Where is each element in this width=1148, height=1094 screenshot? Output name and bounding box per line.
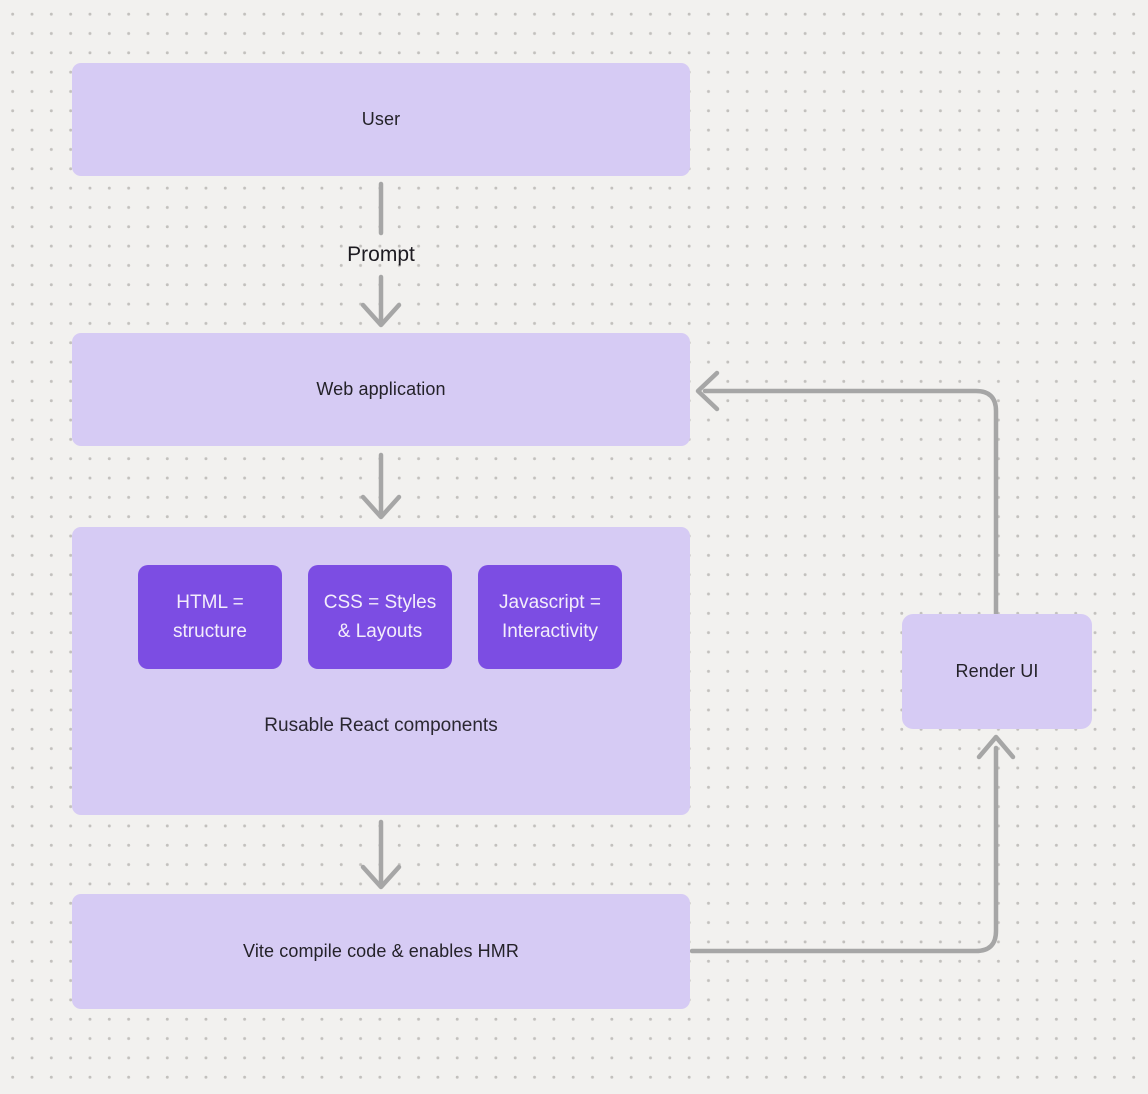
arrowhead-up-renderui-icon	[976, 734, 1016, 760]
node-web-application[interactable]: Web application	[72, 333, 690, 446]
node-render-ui[interactable]: Render UI	[902, 614, 1092, 729]
arrowhead-down-vite-icon	[360, 864, 402, 890]
node-css-line2: & Layouts	[337, 621, 423, 642]
react-components-caption: Rusable React components	[264, 715, 498, 736]
arrowhead-down-webapp-icon	[360, 302, 402, 328]
node-js-line2: Interactivity	[501, 621, 599, 642]
node-css-styles[interactable]: CSS = Styles & Layouts	[308, 565, 452, 669]
node-react-components-container[interactable]: HTML = structure CSS = Styles & Layouts …	[72, 527, 690, 815]
node-html-structure[interactable]: HTML = structure	[138, 565, 282, 669]
node-html-line1: HTML =	[176, 592, 244, 613]
node-user-label: User	[361, 109, 401, 129]
edge-label-prompt: Prompt	[347, 243, 415, 266]
edge-renderui-to-webapp-line	[702, 388, 999, 617]
edge-vite-to-renderui-line	[689, 745, 999, 954]
node-html-line2: structure	[173, 621, 247, 642]
node-web-application-label: Web application	[316, 379, 446, 399]
node-javascript-interactivity[interactable]: Javascript = Interactivity	[478, 565, 622, 669]
node-vite-label: Vite compile code & enables HMR	[243, 941, 519, 961]
node-user[interactable]: User	[72, 63, 690, 176]
arrowhead-left-webapp-icon	[695, 370, 720, 412]
node-render-ui-label: Render UI	[955, 661, 1039, 681]
node-vite-compile[interactable]: Vite compile code & enables HMR	[72, 894, 690, 1009]
node-css-line1: CSS = Styles	[323, 592, 437, 613]
arrowhead-down-container-icon	[360, 494, 402, 520]
node-js-line1: Javascript =	[499, 592, 601, 613]
